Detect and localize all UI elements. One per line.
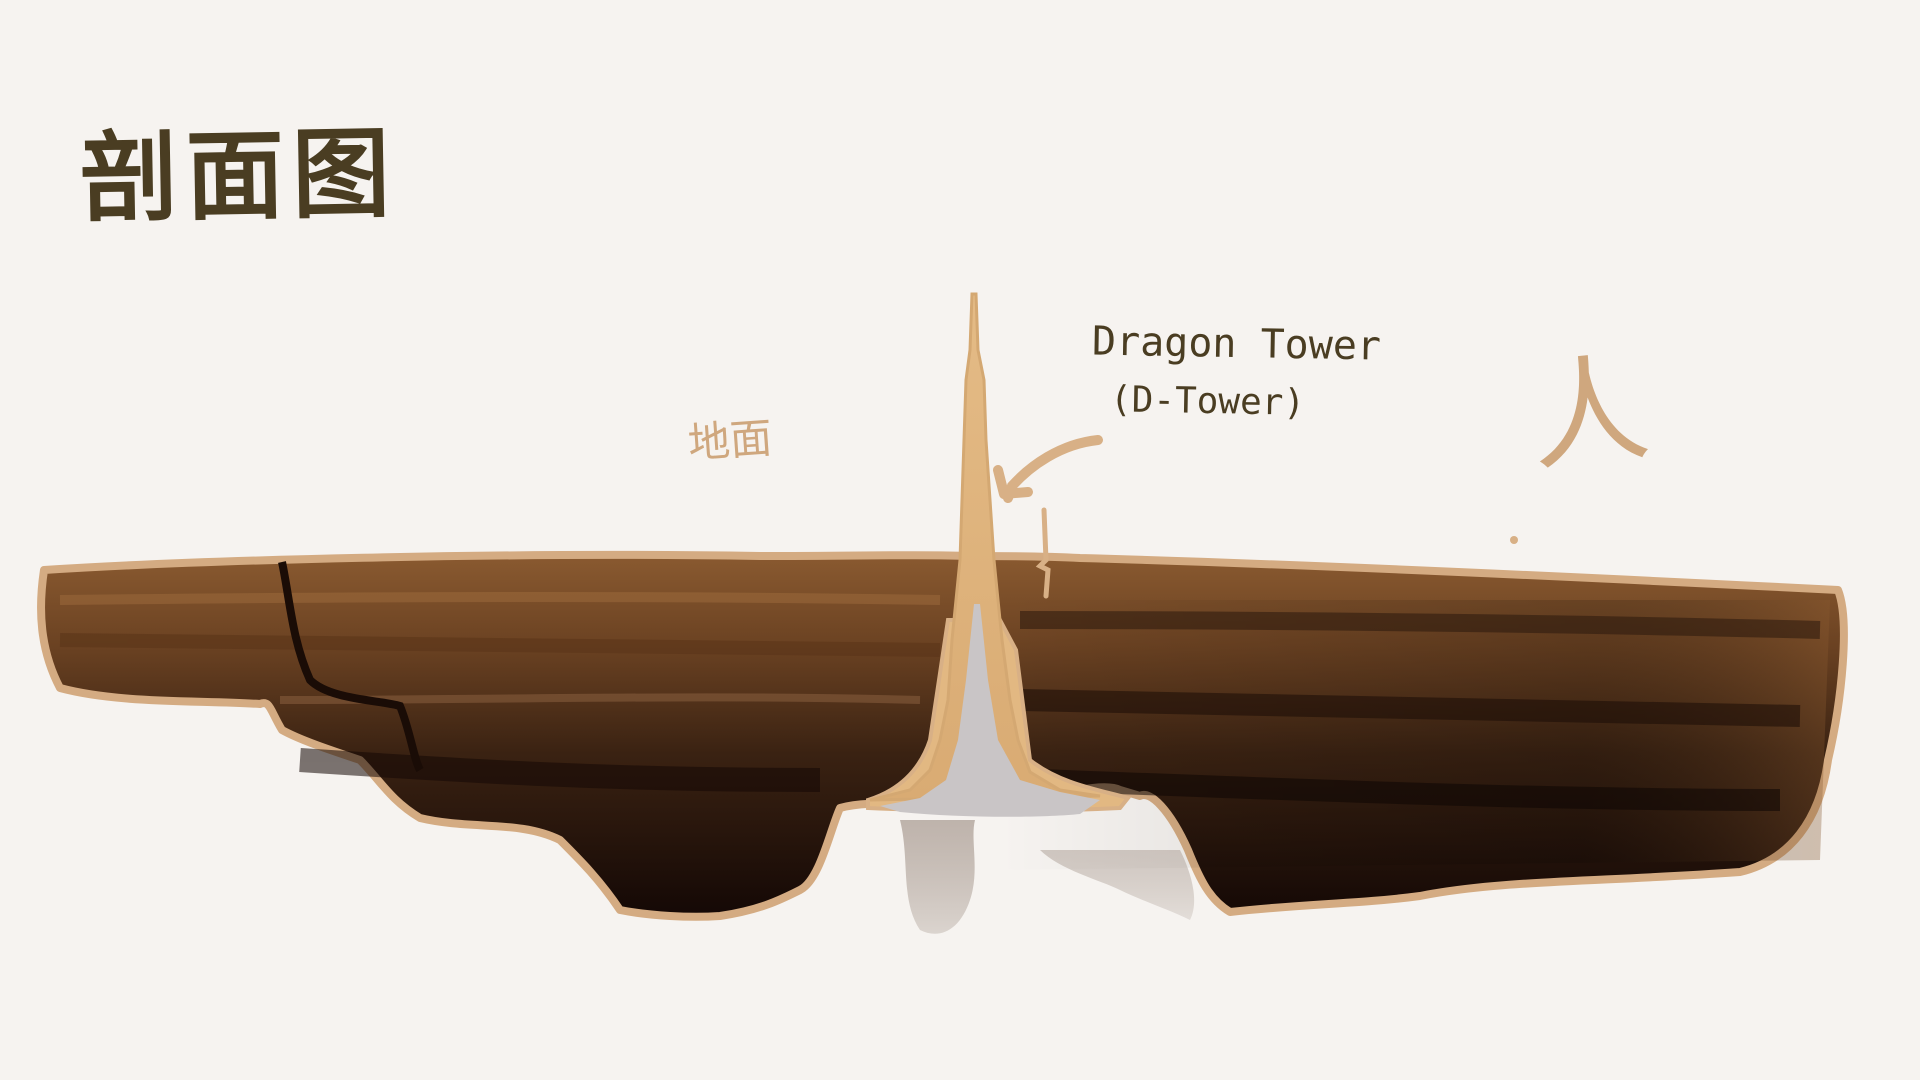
tower-name-label: Dragon Tower (1092, 321, 1382, 366)
tower-short-label: (D-Tower) (1110, 382, 1306, 421)
ground-label: 地面 (687, 417, 774, 465)
person-marker (1510, 536, 1518, 544)
page-title: 剖面图 (79, 125, 399, 229)
ground-slab-shade (1000, 600, 1830, 870)
person-label: 人 (1524, 348, 1654, 478)
